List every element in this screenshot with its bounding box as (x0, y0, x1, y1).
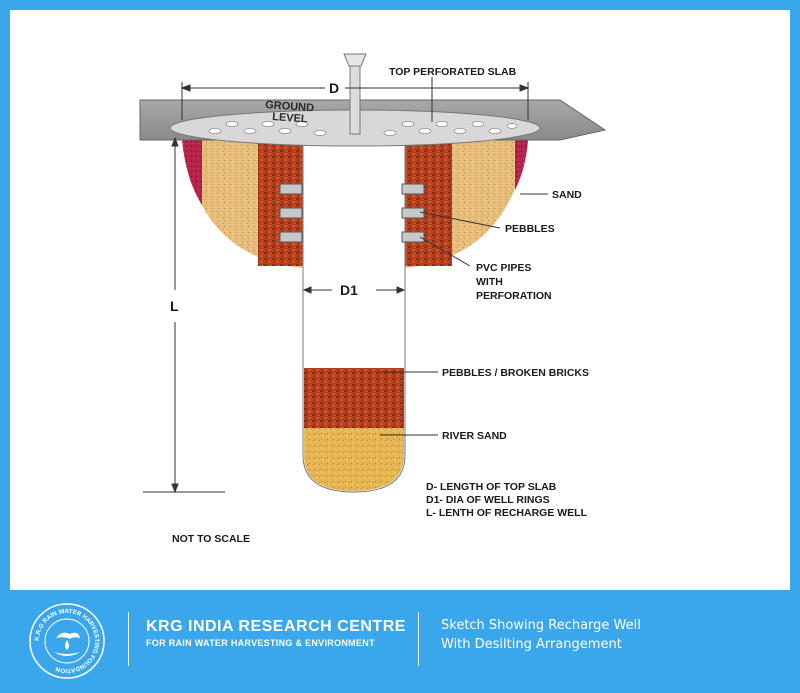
org-name: KRG INDIA RESEARCH CENTRE (146, 618, 406, 635)
pebbles-bricks-label: PEBBLES / BROKEN BRICKS (442, 367, 589, 379)
river-sand-layer (304, 428, 404, 491)
caption-line: Sketch Showing Recharge Well (441, 618, 641, 633)
footer-banner: K.R.G RAIN WATER HARVESTING FOUNDATION K… (0, 590, 800, 693)
river-sand-label: RIVER SAND (442, 430, 507, 442)
legend-item: D1- DIA OF WELL RINGS (426, 494, 550, 506)
footer-divider (128, 612, 129, 666)
ground-level-label-line1: GROUND (265, 99, 315, 114)
pvc-pipes-label-line2: WITH (476, 276, 503, 288)
not-to-scale-note: NOT TO SCALE (172, 533, 250, 545)
dimension-lines (143, 77, 548, 494)
footer-divider (418, 612, 419, 666)
well-shaft (302, 139, 406, 493)
top-slab-label: TOP PERFORATED SLAB (389, 66, 517, 78)
pebbles-label: PEBBLES (505, 223, 555, 235)
rain-water-harvesting-logo-icon: K.R.G RAIN WATER HARVESTING FOUNDATION (28, 602, 106, 680)
dimension-d1-label: D1 (340, 282, 358, 298)
pvc-pipes-label-line1: PVC PIPES (476, 262, 531, 274)
legend-item: L- LENTH OF RECHARGE WELL (426, 507, 588, 519)
recharge-well-diagram: D D1 L GROUND LEVEL TOP PERFORATED SLAB … (139, 53, 607, 545)
pebbles-broken-bricks-layer (304, 368, 404, 430)
ground-level-label-line2: LEVEL (272, 111, 308, 125)
excavation-bowl (182, 138, 528, 268)
dimension-l-label: L (170, 298, 179, 314)
pvc-pipes-label-line3: PERFORATION (476, 290, 552, 302)
org-block: KRG INDIA RESEARCH CENTRE FOR RAIN WATER… (146, 618, 406, 648)
sand-label: SAND (552, 189, 582, 201)
dimension-d-label: D (329, 80, 339, 96)
org-subtitle: FOR RAIN WATER HARVESTING & ENVIRONMENT (146, 638, 375, 648)
legend-item: D- LENGTH OF TOP SLAB (426, 481, 557, 493)
diagram-caption: Sketch Showing Recharge Well With Desilt… (441, 616, 641, 654)
top-perforated-slab (139, 53, 607, 147)
caption-line: With Desilting Arrangement (441, 637, 622, 652)
